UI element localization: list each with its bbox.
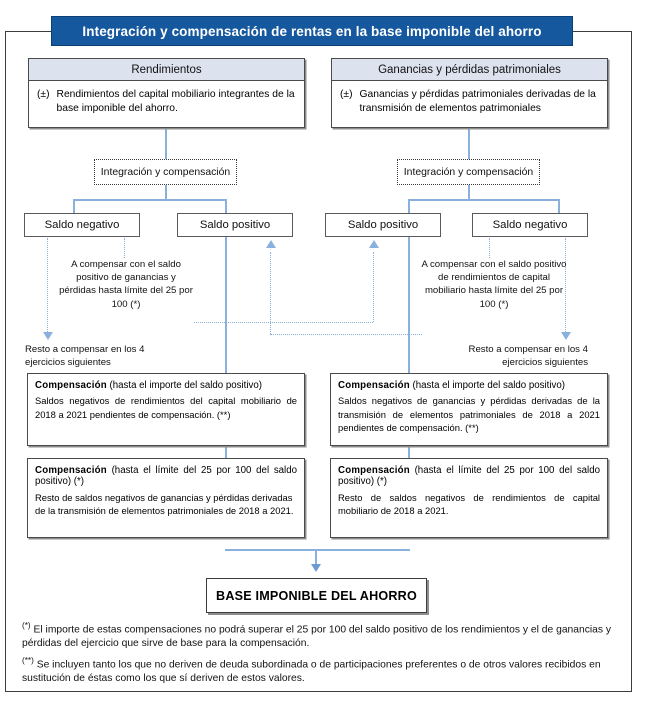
- connector-left-integration-stem: [165, 185, 167, 199]
- right-balance-positive-label: Saldo positivo: [347, 219, 419, 231]
- left-comp-top-heading-rest: (hasta el importe del saldo positivo): [109, 380, 262, 391]
- footnote-two-marker: (**): [22, 656, 34, 665]
- left-balance-negative-label: Saldo negativo: [44, 219, 120, 231]
- connector-right-header-to-integration: [468, 129, 470, 159]
- arrowhead-right-positive: [369, 240, 379, 248]
- right-integration-box: Integración y compensación: [397, 159, 540, 185]
- left-bullet-symbol: (±): [37, 89, 50, 100]
- right-comp-top-body: Saldos negativos de ganancias y pérdidas…: [338, 395, 600, 434]
- right-balance-negative-box: Saldo negativo: [472, 213, 588, 237]
- right-column-card: Ganancias y pérdidas patrimoniales (±) G…: [331, 58, 608, 128]
- left-balance-negative-box: Saldo negativo: [24, 213, 140, 237]
- dotted-riser-to-right-positive: [373, 252, 374, 322]
- left-compensate-note: A compensar con el saldo positivo de gan…: [59, 259, 193, 310]
- connector-left-fork-horizontal: [73, 199, 227, 201]
- result-box: BASE IMPONIBLE DEL AHORRO: [206, 578, 427, 613]
- left-comp-top-heading-bold: Compensación: [35, 380, 107, 391]
- footnote-one: (*) El importe de estas compensaciones n…: [22, 620, 614, 651]
- right-comp-bottom-heading: Compensación (hasta el límite del 25 por…: [338, 465, 600, 488]
- left-body-text: Rendimientos del capital mobiliario inte…: [56, 89, 295, 114]
- right-integration-label: Integración y compensación: [403, 166, 534, 178]
- connector-left-fork-to-positive: [225, 199, 227, 213]
- right-balance-positive-box: Saldo positivo: [325, 213, 441, 237]
- dotted-right-note-to-left-positive: [270, 334, 422, 335]
- left-comp-bottom-heading-bold: Compensación: [35, 465, 107, 476]
- arrowhead-left-positive: [266, 240, 276, 248]
- right-balance-negative-label: Saldo negativo: [492, 219, 568, 231]
- left-comp-top-heading: Compensación (hasta el importe del saldo…: [35, 380, 297, 391]
- arrowhead-right-remainder: [561, 332, 571, 340]
- left-column-header: Rendimientos: [28, 58, 305, 81]
- left-balance-positive-box: Saldo positivo: [177, 213, 293, 237]
- right-comp-top-heading-bold: Compensación: [338, 380, 410, 391]
- left-comp-top-body: Saldos negativos de rendimientos del cap…: [35, 395, 297, 420]
- right-bullet-symbol: (±): [340, 89, 353, 100]
- left-comp-bottom-heading: Compensación (hasta el límite del 25 por…: [35, 465, 297, 488]
- dotted-right-negative-to-note: [489, 238, 490, 258]
- right-comp-bottom-heading-rest: (hasta el límite del 25 por 100 del sald…: [338, 465, 600, 488]
- left-compensation-top-box: Compensación (hasta el importe del saldo…: [27, 373, 305, 446]
- connector-right-fork-to-positive: [408, 199, 410, 213]
- left-column-card: Rendimientos (±) Rendimientos del capita…: [28, 58, 305, 128]
- dotted-left-negative-to-remainder: [47, 238, 48, 334]
- left-comp-bottom-body: Resto de saldos negativos de ganancias y…: [35, 491, 294, 517]
- dotted-right-negative-to-remainder: [565, 238, 566, 334]
- diagram-title-banner: Integración y compensación de rentas en …: [51, 16, 573, 46]
- left-column-body: (±) Rendimientos del capital mobiliario …: [28, 81, 305, 128]
- left-compensation-bottom-box: Compensación (hasta el límite del 25 por…: [27, 458, 305, 538]
- right-comp-bottom-body: Resto de saldos negativos de rendimiento…: [338, 491, 600, 517]
- left-comp-bottom-heading-rest: (hasta el límite del 25 por 100 del sald…: [35, 465, 297, 488]
- right-comp-top-heading-rest: (hasta el importe del saldo positivo): [412, 380, 565, 391]
- dotted-left-note-to-right-positive: [194, 322, 373, 323]
- footnote-one-marker: (*): [22, 621, 31, 630]
- right-column-body: (±) Ganancias y pérdidas patrimoniales d…: [331, 81, 608, 128]
- connector-right-integration-stem: [468, 185, 470, 199]
- connector-merge-horizontal: [225, 549, 410, 551]
- connector-left-fork-to-negative: [73, 199, 75, 213]
- left-integration-label: Integración y compensación: [100, 166, 231, 178]
- footnote-one-text: El importe de estas compensaciones no po…: [22, 624, 612, 650]
- left-balance-positive-label: Saldo positivo: [199, 219, 271, 231]
- left-remainder-note: Resto a compensar en los 4 ejercicios si…: [25, 344, 145, 369]
- connector-left-header-to-integration: [165, 129, 167, 159]
- right-compensation-top-box: Compensación (hasta el importe del saldo…: [330, 373, 608, 446]
- dotted-riser-to-left-positive: [270, 252, 271, 334]
- connector-right-fork-horizontal: [408, 199, 560, 201]
- dotted-left-negative-to-note: [124, 238, 125, 258]
- footnote-two: (**) Se incluyen tanto los que no derive…: [22, 655, 614, 686]
- right-comp-top-heading: Compensación (hasta el importe del saldo…: [338, 380, 600, 391]
- right-compensate-note: A compensar con el saldo positivo de ren…: [421, 259, 567, 310]
- right-compensation-bottom-box: Compensación (hasta el límite del 25 por…: [330, 458, 608, 538]
- connector-merge-stem: [315, 549, 317, 565]
- right-column-header: Ganancias y pérdidas patrimoniales: [331, 58, 608, 81]
- right-comp-bottom-heading-bold: Compensación: [338, 465, 410, 476]
- connector-right-fork-to-negative: [558, 199, 560, 213]
- arrowhead-base-imponible: [311, 564, 321, 572]
- footnote-two-text: Se incluyen tanto los que no deriven de …: [22, 659, 601, 685]
- left-integration-box: Integración y compensación: [94, 159, 237, 185]
- right-remainder-note: Resto a compensar en los 4 ejercicios si…: [468, 344, 588, 369]
- arrowhead-left-remainder: [43, 332, 53, 340]
- right-body-text: Ganancias y pérdidas patrimoniales deriv…: [359, 89, 596, 114]
